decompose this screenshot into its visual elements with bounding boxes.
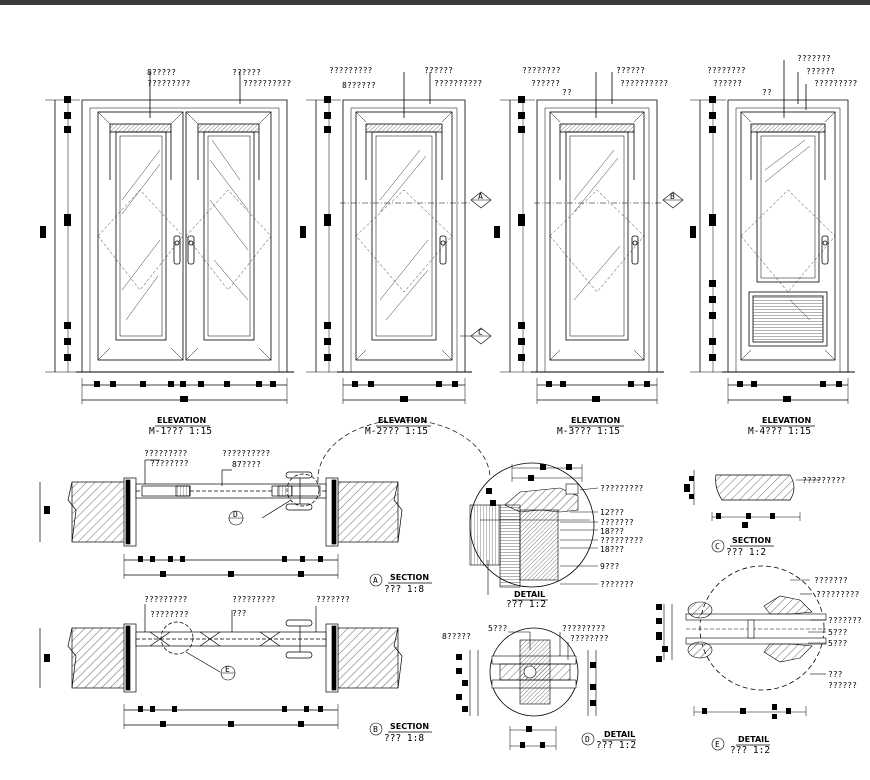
detail-e-callout-6: ??? xyxy=(828,670,843,679)
elev-m3-scale: M-3??? 1:15 xyxy=(557,426,620,437)
sec-c-callout-1: ????????? xyxy=(802,476,846,485)
detail-d-callout-3: ???????? xyxy=(570,634,609,643)
elev-m4-scale: M-4??? 1:15 xyxy=(748,426,811,437)
elev-m2-label-1: ????????? xyxy=(329,66,373,75)
detail-e-callout-2: ????????? xyxy=(816,590,860,599)
section-a-scale: ??? 1:8 xyxy=(384,584,424,595)
detail-top-callout-4: 18??? xyxy=(600,527,624,536)
detail-top-callout-6: 18??? xyxy=(600,545,624,554)
detail-e-callout-3: ??????? xyxy=(828,616,862,625)
sec-a-callout-4: 87???? xyxy=(232,460,261,469)
svg-text:B: B xyxy=(670,192,675,201)
elevation-m2: A C ????????? 8?????? ?????? ?????????? … xyxy=(300,66,492,437)
svg-text:C: C xyxy=(478,328,483,337)
elev-m4-label-2: ?????? xyxy=(713,79,742,88)
sec-b-callout-1: ????????? xyxy=(144,595,188,604)
section-c-label: C xyxy=(715,542,720,551)
svg-text:E: E xyxy=(225,665,230,674)
detail-e-drawing: ??????? ????????? ??????? 5??? 5??? ??? … xyxy=(656,565,862,756)
detail-top-callout-3: ??????? xyxy=(600,518,634,527)
elev-m4-label-4: ??????? xyxy=(797,54,831,63)
section-c-scale: ??? 1:2 xyxy=(726,547,766,558)
detail-marker-d: D xyxy=(228,510,244,526)
section-b-title: SECTION xyxy=(390,722,429,731)
elev-m3-label-2: ?????? xyxy=(531,79,560,88)
sec-b-callout-2: ???????? xyxy=(150,610,189,619)
detail-top-callout-5: ????????? xyxy=(600,536,644,545)
section-b-drawing: E ????????? ???????? ????????? ??? ?????… xyxy=(39,595,432,744)
sec-b-callout-5: ??????? xyxy=(316,595,350,604)
section-a-drawing: D ????????? ???????? ?????????? 87???? A… xyxy=(39,419,491,595)
elev-m2-label-3: ?????? xyxy=(424,66,453,75)
section-marker-b: B xyxy=(662,191,684,209)
detail-top-callout-1: ????????? xyxy=(600,484,644,493)
detail-d-scale: ??? 1:2 xyxy=(596,740,636,751)
section-b-label: B xyxy=(373,725,378,734)
elev-m2-label-2: 8?????? xyxy=(342,81,376,90)
detail-top-scale: ??? 1:2 xyxy=(506,599,546,610)
section-c-drawing: ????????? C SECTION ??? 1:2 xyxy=(684,470,846,558)
section-a-label: A xyxy=(373,576,378,585)
sheet-frame-bar xyxy=(0,0,870,5)
detail-top-callout-7: 9??? xyxy=(600,562,619,571)
detail-top-title: DETAIL xyxy=(514,590,545,599)
detail-top-drawing: ????????? 12??? ??????? 18??? ????????? … xyxy=(469,462,644,610)
elev-m2-label-4: ?????????? xyxy=(434,79,482,88)
detail-top-callout-2: 12??? xyxy=(600,508,624,517)
section-a-title: SECTION xyxy=(390,573,429,582)
elev-m1-title: ELEVATION xyxy=(157,416,206,425)
sec-a-callout-2: ???????? xyxy=(150,459,189,468)
svg-text:A: A xyxy=(478,192,483,201)
elevation-m1: 8????? ????????? ?????? ?????????? ELEVA… xyxy=(40,68,294,437)
elev-m3-label-4: ?????? xyxy=(616,66,645,75)
elev-m2-scale: M-2??? 1:15 xyxy=(365,426,428,437)
elev-m1-label-4: ?????????? xyxy=(243,79,291,88)
elev-m4-label-1: ???????? xyxy=(707,66,746,75)
elev-m4-label-3: ?? xyxy=(762,88,772,97)
detail-e-callout-5: 5??? xyxy=(828,639,847,648)
sec-a-callout-3: ?????????? xyxy=(222,449,270,458)
detail-d-title: DETAIL xyxy=(604,730,635,739)
elev-m4-label-5: ?????? xyxy=(806,67,835,76)
elev-m3-label-5: ?????????? xyxy=(620,79,668,88)
detail-e-label: E xyxy=(715,740,720,749)
elev-m4-label-6: ????????? xyxy=(814,79,858,88)
elev-m3-title: ELEVATION xyxy=(571,416,620,425)
elev-m3-label-3: ?? xyxy=(562,88,572,97)
detail-e-title: DETAIL xyxy=(738,735,769,744)
detail-marker-e: E xyxy=(220,665,236,681)
detail-e-callout-4: 5??? xyxy=(828,628,847,637)
elev-m1-label-3: ?????? xyxy=(232,68,261,77)
elevation-m3: B ???????? ?????? ?? ?????? ?????????? E… xyxy=(494,66,684,437)
elev-m4-title: ELEVATION xyxy=(762,416,811,425)
detail-top-callout-8: ??????? xyxy=(600,580,634,589)
detail-d-callout-1: 5??? xyxy=(488,624,507,633)
elev-m3-label-1: ???????? xyxy=(522,66,561,75)
section-c-title: SECTION xyxy=(732,536,771,545)
detail-d-label: D xyxy=(585,735,590,744)
sec-a-callout-1: ????????? xyxy=(144,449,188,458)
elev-m1-scale: M-1??? 1:15 xyxy=(149,426,212,437)
section-marker-c: C xyxy=(460,327,492,345)
detail-e-callout-1: ??????? xyxy=(814,576,848,585)
section-b-scale: ??? 1:8 xyxy=(384,733,424,744)
section-marker-a: A xyxy=(470,191,492,209)
detail-e-scale: ??? 1:2 xyxy=(730,745,770,756)
detail-d-drawing: 5??? ????????? ???????? 8????? D DETAIL … xyxy=(442,624,636,751)
elevation-m4: ???????? ?????? ?? ??????? ?????? ??????… xyxy=(690,54,858,437)
svg-text:D: D xyxy=(233,510,238,519)
detail-e-callout-7: ?????? xyxy=(828,681,857,690)
sec-b-callout-3: ????????? xyxy=(232,595,276,604)
elev-m1-label-2: ????????? xyxy=(147,79,191,88)
elev-m2-title: ELEVATION xyxy=(378,416,427,425)
detail-d-callout-4: 8????? xyxy=(442,632,471,641)
elev-m1-label-1: 8????? xyxy=(147,68,176,77)
detail-d-callout-2: ????????? xyxy=(562,624,606,633)
sec-b-callout-4: ??? xyxy=(232,609,247,618)
